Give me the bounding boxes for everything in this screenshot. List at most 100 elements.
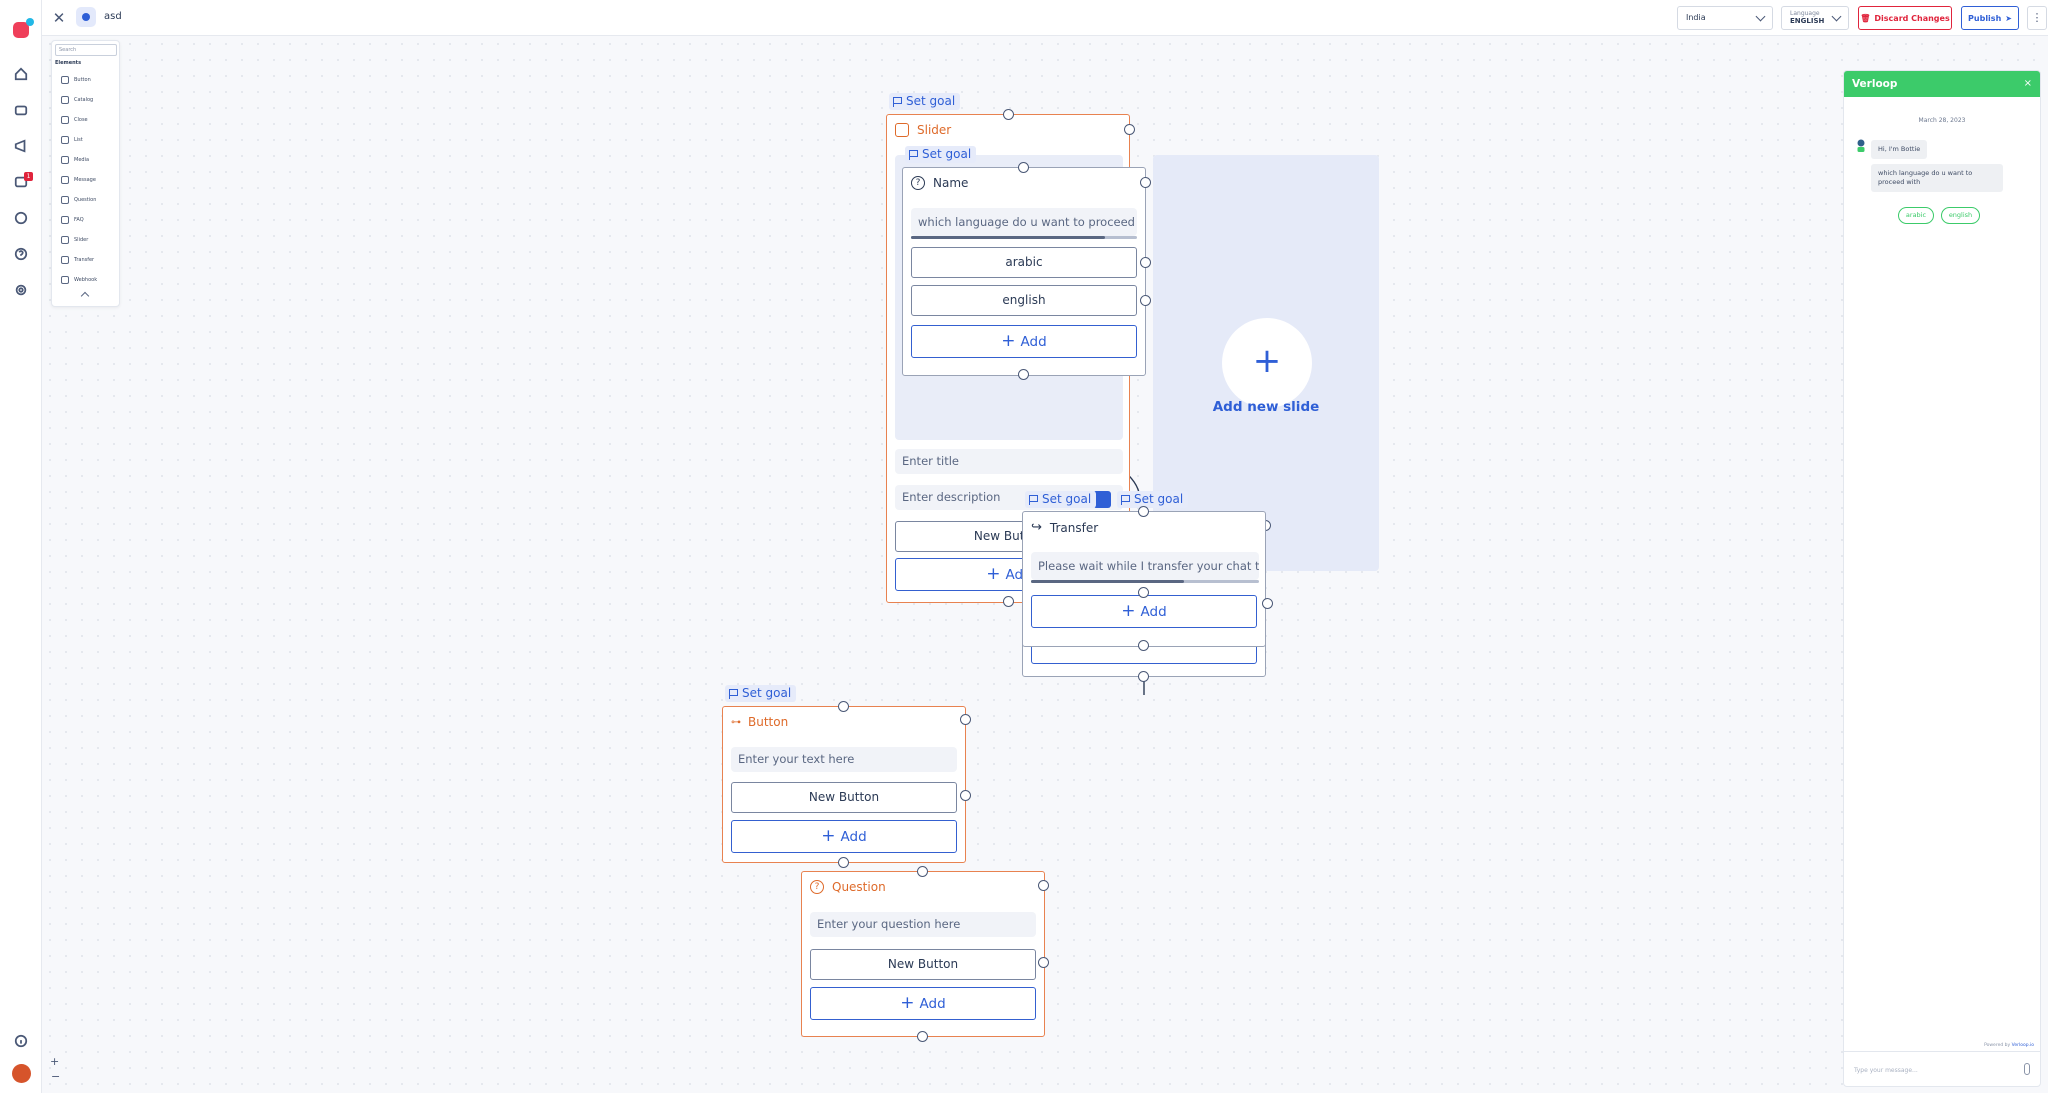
button-node-new-button[interactable]: New Button <box>731 782 957 813</box>
element-catalog[interactable]: Catalog <box>61 94 93 106</box>
zoom-in-button[interactable]: + <box>50 1055 60 1068</box>
slider-output-port[interactable] <box>1124 124 1135 135</box>
question-text-input[interactable]: Enter your question here <box>810 912 1036 937</box>
button-text-input[interactable]: Enter your text here <box>731 747 957 772</box>
transfer-title: Transfer <box>1049 520 1099 535</box>
option-button-arabic[interactable]: arabic <box>911 247 1137 278</box>
new-button-output-port[interactable] <box>960 790 971 801</box>
flag-icon <box>1029 494 1038 505</box>
name-input-port[interactable] <box>1018 162 1029 173</box>
help-icon[interactable] <box>11 244 31 264</box>
name-output-port[interactable] <box>1140 177 1151 188</box>
flag-icon <box>729 688 738 699</box>
publish-button[interactable]: Publish ➤ <box>1961 6 2019 30</box>
webhook-icon <box>61 276 69 284</box>
question-node[interactable]: ? Question Enter your question here New … <box>801 871 1045 1037</box>
element-faq[interactable]: FAQ <box>61 214 84 226</box>
chats-icon[interactable] <box>11 172 31 192</box>
question-new-button[interactable]: New Button <box>810 949 1036 980</box>
zoom-out-button[interactable]: − <box>51 1070 61 1083</box>
question-button-port[interactable] <box>1038 957 1049 968</box>
transfer-add-button[interactable]: +Add <box>1031 595 1257 628</box>
button-output-port[interactable] <box>960 714 971 725</box>
element-list[interactable]: List <box>61 134 83 146</box>
question-add-button[interactable]: +Add <box>810 987 1036 1020</box>
button-node[interactable]: ⊶ Button Enter your text here New Button… <box>722 706 966 863</box>
arabic-output-port[interactable] <box>1140 257 1151 268</box>
chat-message-input[interactable]: Type your message... <box>1844 1051 2040 1086</box>
campaign-icon[interactable] <box>11 136 31 156</box>
elements-search-input[interactable]: Search <box>55 44 117 56</box>
discard-label: Discard Changes <box>1874 13 1950 23</box>
english-output-port[interactable] <box>1140 295 1151 306</box>
slider-icon <box>895 123 909 137</box>
elements-heading: Elements <box>55 60 82 66</box>
transfer-shadow-port[interactable] <box>1138 671 1149 682</box>
button-bottom-port[interactable] <box>838 857 849 868</box>
name-node-header: ? Name <box>911 176 968 190</box>
name-question-node[interactable]: ? Name which language do u want to proce… <box>902 167 1146 376</box>
element-transfer[interactable]: Transfer <box>61 254 94 266</box>
button-node-add[interactable]: +Add <box>731 820 957 853</box>
language-select[interactable]: Language ENGLISH <box>1781 6 1849 30</box>
language-value: ENGLISH <box>1790 17 1825 25</box>
set-goal-transfer-shadow[interactable]: Set goal <box>1117 491 1189 508</box>
transfer-node[interactable]: ↪ Transfer Please wait while I transfer … <box>1022 511 1266 647</box>
question-title: Question <box>832 880 886 894</box>
element-question[interactable]: Question <box>61 194 96 206</box>
settings-icon[interactable] <box>11 280 31 300</box>
bot-avatar-icon <box>1857 139 1865 152</box>
element-button[interactable]: Button <box>61 74 91 86</box>
button-input-port[interactable] <box>838 701 849 712</box>
chat-option-chip[interactable]: arabic <box>1898 207 1934 224</box>
info-icon[interactable] <box>11 1031 31 1051</box>
question-output-port[interactable] <box>1038 880 1049 891</box>
option-button-english[interactable]: english <box>911 285 1137 316</box>
close-icon[interactable]: ✕ <box>52 9 66 27</box>
question-input-port[interactable] <box>917 866 928 877</box>
selected-chip <box>1093 491 1111 508</box>
slider-input-port[interactable] <box>1003 109 1014 120</box>
question-bottom-port[interactable] <box>917 1031 928 1042</box>
app-logo[interactable] <box>13 22 29 38</box>
chat-option-chip[interactable]: english <box>1941 207 1980 224</box>
button-title: Button <box>748 715 789 729</box>
element-media[interactable]: Media <box>61 154 89 166</box>
element-message[interactable]: Message <box>61 174 96 186</box>
messages-icon[interactable] <box>11 208 31 228</box>
slider-bottom-port[interactable] <box>1003 596 1014 607</box>
name-add-button[interactable]: +Add <box>911 325 1137 358</box>
transfer-message-input[interactable]: Please wait while I transfer your chat t… <box>1031 552 1259 580</box>
element-close[interactable]: Close <box>61 114 88 126</box>
bot-icon[interactable] <box>11 100 31 120</box>
set-goal-slider[interactable]: Set goal <box>889 93 961 110</box>
transfer-input-port[interactable] <box>1138 506 1149 517</box>
transfer-side-port[interactable] <box>1262 598 1273 609</box>
transfer-icon: ↪ <box>1031 520 1042 535</box>
media-icon <box>61 156 69 164</box>
plus-icon[interactable]: + <box>1222 318 1312 408</box>
home-icon[interactable] <box>11 64 31 84</box>
element-slider[interactable]: Slider <box>61 234 88 246</box>
transfer-mid-port[interactable] <box>1138 587 1149 598</box>
discard-changes-button[interactable]: 🗑 Discard Changes <box>1858 6 1952 30</box>
set-goal-transfer[interactable]: Set goal <box>1025 491 1097 508</box>
more-options-icon[interactable]: ⋮ <box>2027 6 2047 30</box>
name-question-input[interactable]: which language do u want to proceed with <box>911 208 1137 236</box>
set-goal-name[interactable]: Set goal <box>905 146 977 163</box>
slider-title: Slider <box>917 123 952 137</box>
country-select[interactable]: India <box>1677 6 1773 30</box>
transfer-bottom-port[interactable] <box>1138 640 1149 651</box>
close-icon[interactable]: × <box>2023 78 2032 89</box>
set-goal-button[interactable]: Set goal <box>725 685 797 702</box>
slide-title-input[interactable]: Enter title <box>895 449 1123 474</box>
element-webhook[interactable]: Webhook <box>61 274 97 286</box>
country-value: India <box>1686 13 1706 22</box>
catalog-icon <box>61 96 69 104</box>
user-avatar[interactable] <box>12 1064 31 1083</box>
attachment-icon[interactable] <box>2024 1063 2030 1075</box>
bot-name[interactable]: asd <box>104 11 122 22</box>
name-bottom-port[interactable] <box>1018 369 1029 380</box>
add-new-slide-card[interactable]: + Add new slide <box>1153 155 1379 571</box>
chat-title: Verloop <box>1852 78 1898 90</box>
